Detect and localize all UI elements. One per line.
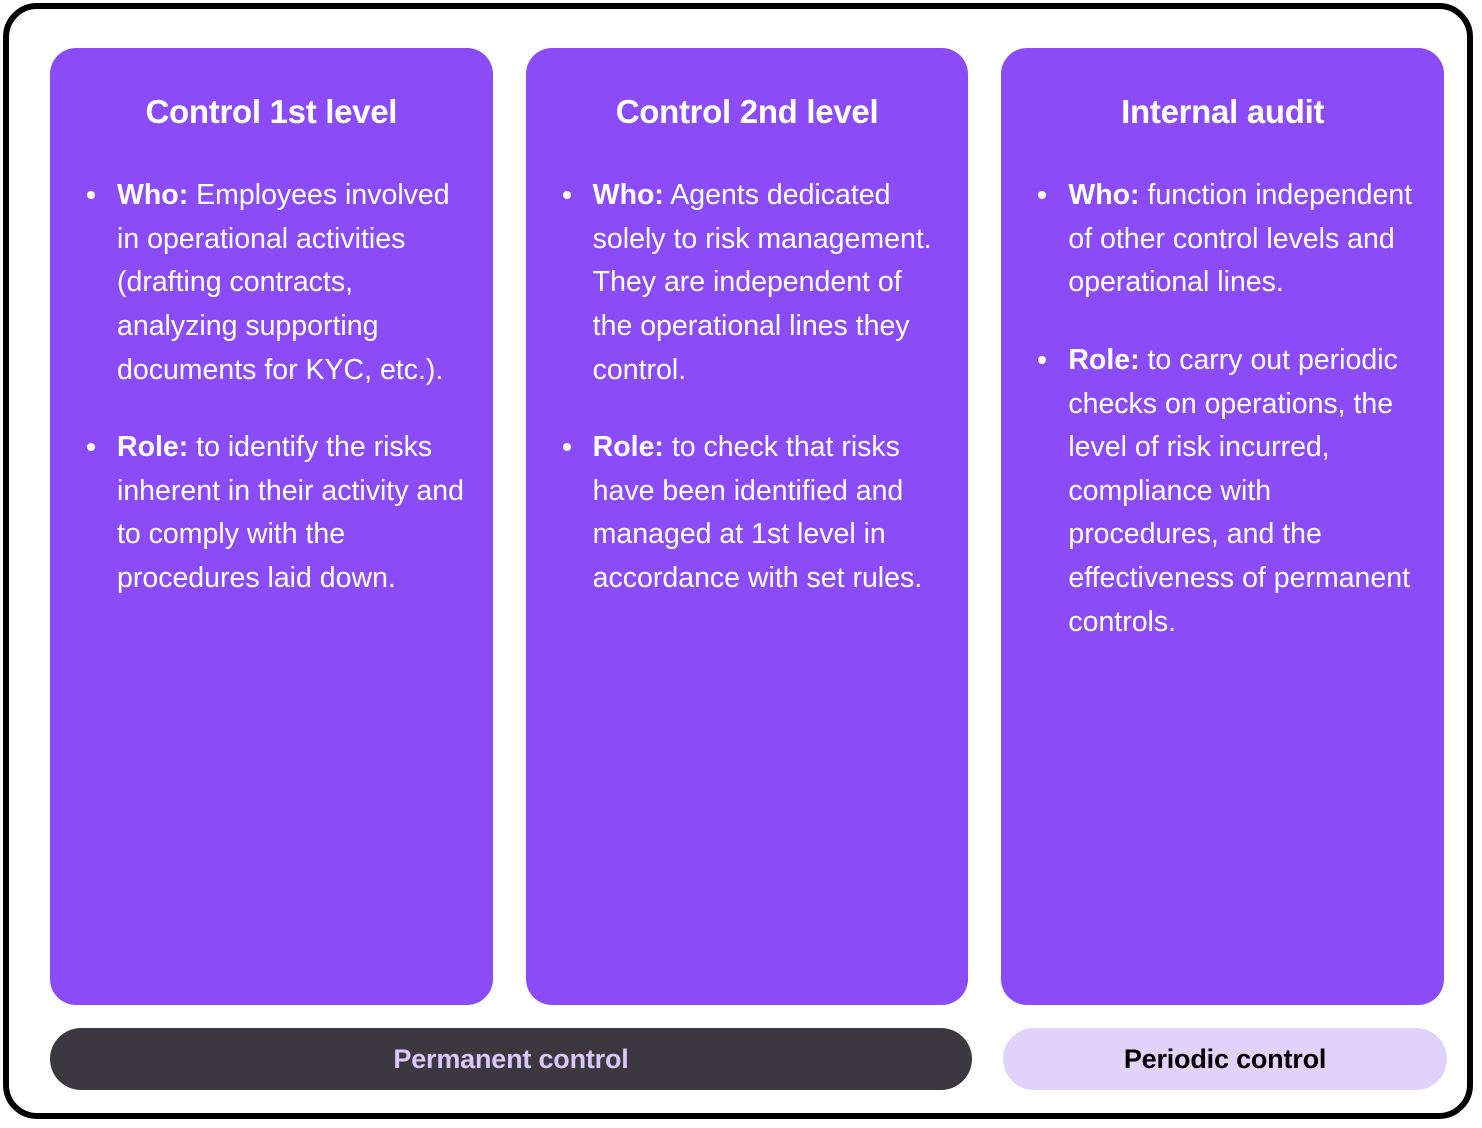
bullet-lead: Who: [1068,179,1140,212]
bullet-text: to identify the risks inherent in their … [117,431,464,595]
bullet-dot-icon [562,443,571,452]
list-item: Who: Employees involved in operational a… [78,174,465,392]
bullet-text: to check that risks have been identified… [592,431,923,595]
bullet-text: to carry out periodic checks on operatio… [1068,344,1411,638]
bullet-dot-icon [87,443,95,452]
bullet-dot-icon [87,191,95,200]
bullet-lead: Role: [592,431,664,464]
bullet-text: Employees involved in operational activi… [117,179,450,386]
card-control-1st-level: Control 1st level Who: Employees involve… [50,48,493,1005]
control-type-legend: Permanent control Periodic control [50,1028,1447,1090]
list-item: Who: Agents dedicated solely to risk man… [554,174,941,392]
control-levels-row: Control 1st level Who: Employees involve… [50,48,1445,1005]
bullet-list-internal-audit: Who: function independent of other contr… [1029,174,1416,644]
list-item: Role: to check that risks have been iden… [554,426,941,600]
card-title-internal-audit: Internal audit [1121,93,1325,130]
card-internal-audit: Internal audit Who: function independent… [1001,48,1445,1005]
card-control-2nd-level: Control 2nd level Who: Agents dedicated … [525,48,969,1005]
bullet-list-control-2nd-level: Who: Agents dedicated solely to risk man… [554,174,941,600]
bullet-text: function independent of other control le… [1068,179,1413,299]
bullet-list-control-1st-level: Who: Employees involved in operational a… [78,174,465,600]
bullet-dot-icon [1038,191,1047,200]
bullet-dot-icon [1038,356,1047,365]
list-item: Role: to carry out periodic checks on op… [1029,339,1416,644]
bullet-text: Agents dedicated solely to risk manageme… [592,179,932,386]
bullet-lead: Who: [592,179,664,212]
card-title-control-1st-level: Control 1st level [145,93,398,130]
card-title-control-2nd-level: Control 2nd level [615,93,879,130]
list-item: Who: function independent of other contr… [1029,174,1416,305]
periodic-control-label: Periodic control [1003,1028,1447,1090]
bullet-lead: Role: [117,431,189,464]
bullet-dot-icon [562,191,571,200]
list-item: Role: to identify the risks inherent in … [78,426,465,600]
diagram-frame: Control 1st level Who: Employees involve… [3,3,1473,1119]
bullet-lead: Role: [1068,344,1140,377]
permanent-control-label: Permanent control [50,1028,972,1090]
bullet-lead: Who: [117,179,189,212]
